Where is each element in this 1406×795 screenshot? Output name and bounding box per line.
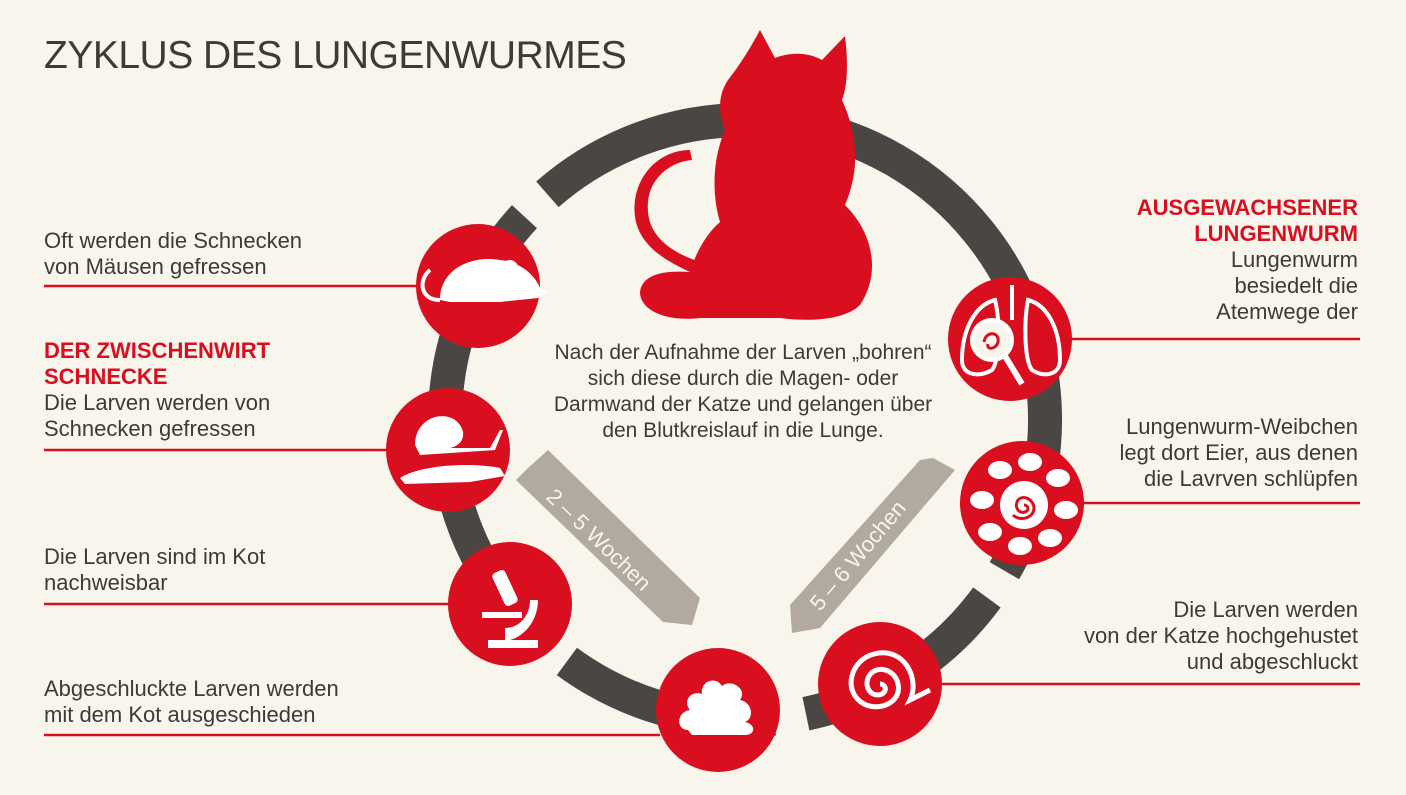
label-eggs-line2: legt dort Eier, aus denen xyxy=(1119,440,1359,465)
label-cough-line2: von der Katze hochgehustet xyxy=(1084,623,1358,648)
spiral-larva-icon xyxy=(818,622,942,746)
lung-icon xyxy=(948,277,1072,401)
snail-icon xyxy=(386,388,510,512)
connector-lines xyxy=(44,284,1360,737)
label-microscope-line1: Die Larven sind im Kot xyxy=(44,544,266,569)
page-title: ZYKLUS DES LUNGENWURMES xyxy=(44,34,627,77)
eggs-icon xyxy=(960,441,1084,565)
label-microscope: Die Larven sind im Kot nachweisbar xyxy=(44,544,265,596)
label-eggs-line3: die Lavrven schlüpfen xyxy=(1143,466,1358,491)
label-snail-line2: Schnecken gefressen xyxy=(44,416,256,441)
label-eggs-line1: Lungenwurm-Weibchen xyxy=(1126,414,1358,439)
duration-arrow-right xyxy=(790,458,955,633)
label-lung-line1: Lungenwurm xyxy=(1230,247,1358,272)
label-mouse: Oft werden die Schnecken von Mäusen gefr… xyxy=(44,228,302,280)
label-lung-head1: AUSGEWACHSENER xyxy=(1136,195,1358,220)
center-description: Nach der Aufnahme der Larven „bohren“ si… xyxy=(553,341,933,442)
feces-icon xyxy=(656,648,780,772)
label-snail-head2: SCHNECKE xyxy=(44,364,168,389)
duration-right-text: 5 – 6 Wochen xyxy=(805,495,911,615)
label-lung-line3: Atemwege der xyxy=(1216,299,1358,324)
label-lung: AUSGEWACHSENER LUNGENWURM Lungenwurm bes… xyxy=(1137,195,1358,325)
label-feces-line2: mit dem Kot ausgeschieden xyxy=(44,702,316,727)
label-mouse-line2: von Mäusen gefressen xyxy=(44,254,267,279)
label-cough-line3: und abgeschluckt xyxy=(1186,649,1358,674)
label-snail-line1: Die Larven werden von xyxy=(44,390,271,415)
label-cough-line1: Die Larven werden xyxy=(1173,597,1358,622)
label-microscope-line2: nachweisbar xyxy=(44,570,168,595)
label-snail: DER ZWISCHENWIRT SCHNECKE Die Larven wer… xyxy=(44,338,270,442)
label-mouse-line1: Oft werden die Schnecken xyxy=(44,228,303,253)
mouse-icon xyxy=(416,224,548,348)
label-lung-head2: LUNGENWURM xyxy=(1194,221,1358,246)
microscope-icon xyxy=(448,542,572,666)
label-eggs: Lungenwurm-Weibchen legt dort Eier, aus … xyxy=(1120,414,1359,492)
label-feces: Abgeschluckte Larven werden mit dem Kot … xyxy=(44,676,339,728)
label-cough: Die Larven werden von der Katze hochgehu… xyxy=(1084,597,1358,675)
cat-icon xyxy=(634,30,872,320)
duration-arrow-left xyxy=(516,450,700,625)
label-snail-head1: DER ZWISCHENWIRT xyxy=(44,338,271,363)
label-lung-line2: besiedelt die xyxy=(1234,273,1358,298)
label-feces-line1: Abgeschluckte Larven werden xyxy=(44,676,339,701)
